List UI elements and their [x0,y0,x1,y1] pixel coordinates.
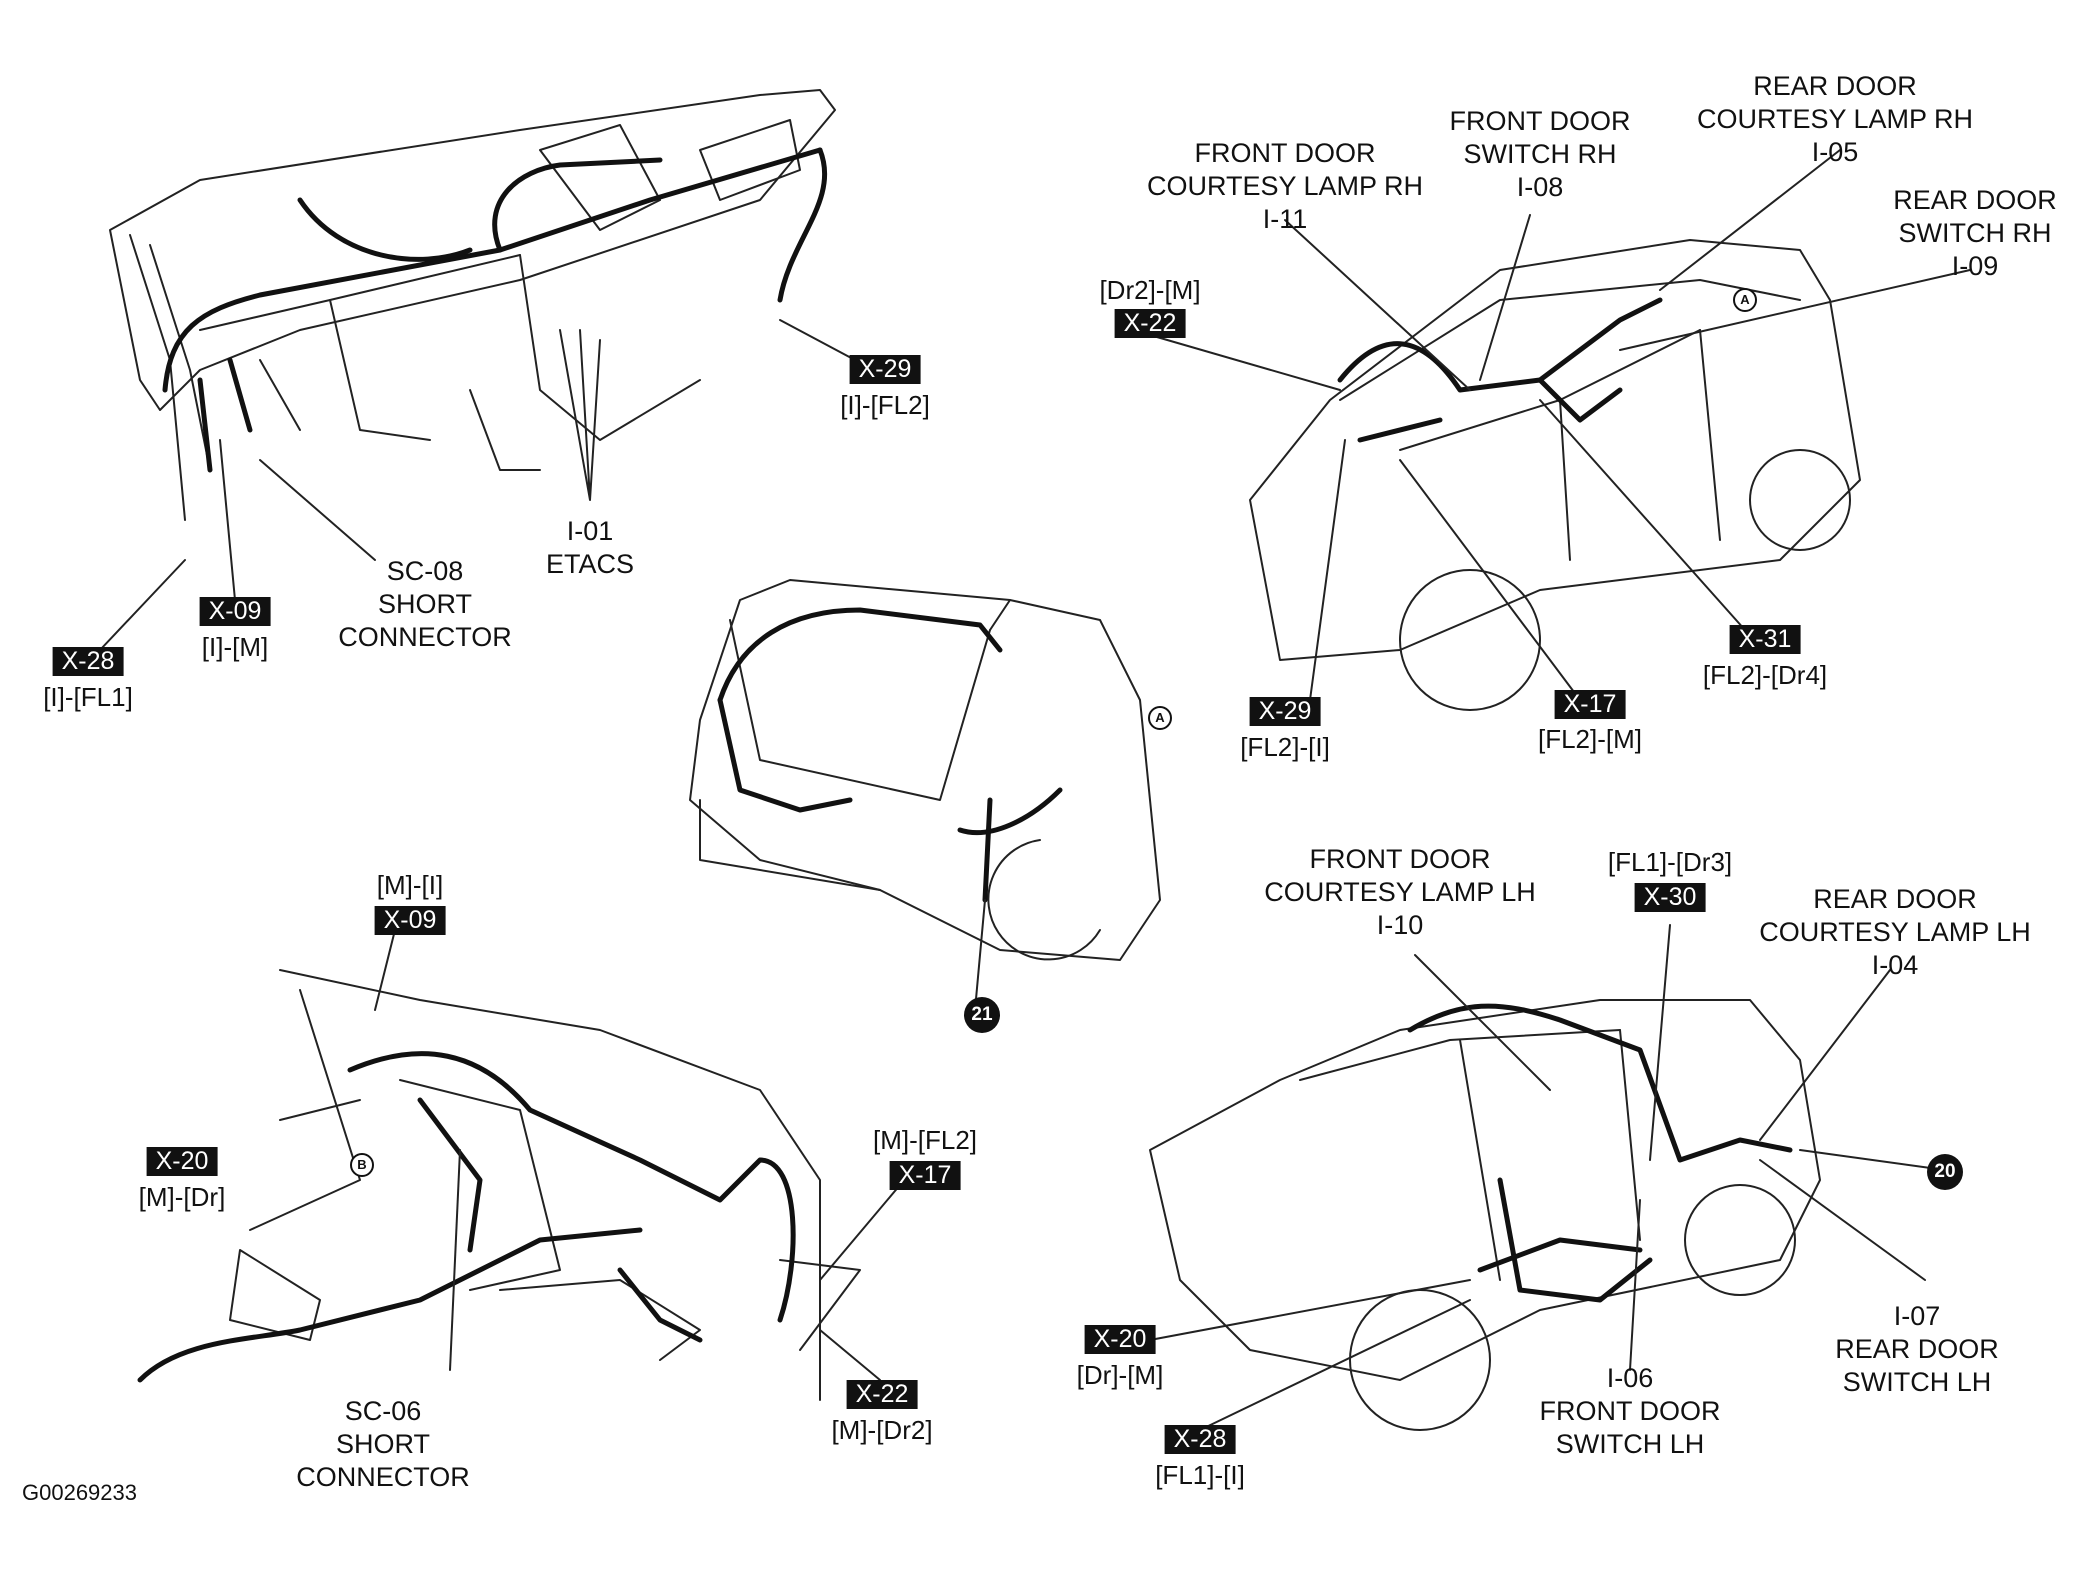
instrument-panel-drawing [109,89,836,521]
marker-a-rh: A [1733,288,1757,312]
x28-top-sub: [I]-[FL1] [43,682,133,712]
front-door-courtesy-lamp-rh-label: FRONT DOOR COURTESY LAMP RH I-11 [1146,138,1424,234]
x31-rh-tag: X-31 [1729,625,1801,654]
panel-harness [162,147,828,473]
marker-21: 21 [964,997,1000,1033]
marker-a-rear: A [1148,706,1172,730]
floor-harness [137,1051,796,1383]
lh-door-harness [1407,1003,1793,1303]
sc08-label: SC-08 SHORT CONNECTOR [338,556,512,652]
marker-20: 20 [1927,1154,1963,1190]
x29-top-tag: X-29 [849,355,921,384]
x09-bot-tag: X-09 [374,906,446,935]
x28-lh-sub: [FL1]-[I] [1155,1460,1245,1490]
leader-lines [99,149,1971,1431]
x20-bot-sub: [M]-[Dr] [138,1182,226,1212]
rh-door-harness [1337,297,1663,443]
x09-bot-sub: [M]-[I] [376,870,444,900]
rear-door-courtesy-lamp-rh-label: REAR DOOR COURTESY LAMP RH I-05 [1696,71,1974,167]
x30-lh-tag: X-30 [1634,883,1706,912]
x31-rh-sub: [FL2]-[Dr4] [1702,660,1828,690]
x20-lh-tag: X-20 [1084,1325,1156,1354]
liftgate-harness [717,607,1063,903]
rear-door-courtesy-lamp-lh-label: REAR DOOR COURTESY LAMP LH I-04 [1759,884,2031,980]
x22-bot-tag: X-22 [846,1380,918,1409]
x22-bot-sub: [M]-[Dr2] [831,1415,933,1445]
rear-vehicle-drawing [689,579,1161,961]
x17-rh-sub: [FL2]-[M] [1537,724,1643,754]
x20-lh-sub: [Dr]-[M] [1076,1360,1164,1390]
front-door-courtesy-lamp-lh-label: FRONT DOOR COURTESY LAMP LH I-10 [1264,844,1536,940]
figure-id: G00269233 [22,1480,137,1505]
x20-bot-tag: X-20 [146,1147,218,1176]
x30-lh-sub: [FL1]-[Dr3] [1607,847,1733,877]
rear-door-switch-rh-label: REAR DOOR SWITCH RH I-09 [1893,185,2057,281]
x09-top-sub: [I]-[M] [201,632,269,662]
etacs-label: I-01 ETACS [545,516,635,579]
rear-door-switch-lh-label: I-07 REAR DOOR SWITCH LH [1835,1301,1999,1397]
x29-rh-sub: [FL2]-[I] [1240,732,1330,762]
x17-bot-sub: [M]-[FL2] [872,1125,978,1155]
x22-top-sub: [Dr2]-[M] [1099,275,1201,305]
x09-top-tag: X-09 [199,597,271,626]
x17-rh-tag: X-17 [1554,690,1626,719]
marker-b-floor: B [350,1153,374,1177]
sc06-label: SC-06 SHORT CONNECTOR [296,1396,470,1492]
x29-top-sub: [I]-[FL2] [840,390,930,420]
x22-top-tag: X-22 [1114,309,1186,338]
interior-floor-drawing [229,969,861,1401]
front-door-switch-lh-label: I-06 FRONT DOOR SWITCH LH [1539,1363,1721,1459]
x29-rh-tag: X-29 [1249,697,1321,726]
x28-lh-tag: X-28 [1164,1425,1236,1454]
front-door-switch-rh-label: FRONT DOOR SWITCH RH I-08 [1449,106,1631,202]
x28-top-tag: X-28 [52,647,124,676]
x17-bot-tag: X-17 [889,1161,961,1190]
